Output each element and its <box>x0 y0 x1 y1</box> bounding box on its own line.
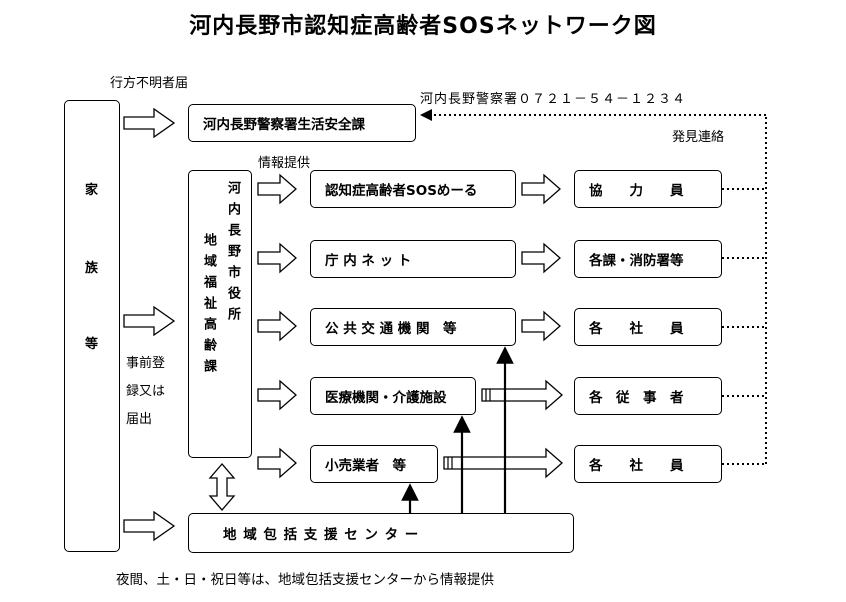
right-box-workers: 各 従 事 者 <box>574 377 722 415</box>
middle-box-internal-net: 庁 内 ネ ッ ト <box>310 240 516 278</box>
police-box: 河内長野警察署生活安全課 <box>188 104 416 142</box>
police-dotted-arrowhead <box>420 109 432 121</box>
arrow-city-m5 <box>257 447 297 479</box>
pre-register-line-1: 事前登 <box>126 356 166 371</box>
family-box: 家 族 等 <box>64 100 120 552</box>
arrow-city-m3 <box>257 310 297 342</box>
arrow-city-m1 <box>257 173 297 205</box>
discovery-contact-label: 発見連絡 <box>672 130 725 145</box>
family-char-3: 等 <box>85 337 99 352</box>
center-box: 地 域 包 括 支 援 セ ン タ ー <box>188 513 574 553</box>
arrow-m1-r1 <box>521 173 561 205</box>
arrow-city-center <box>208 463 236 511</box>
pre-register-label: 事前登 録又は 届出 <box>126 350 165 434</box>
arrow-m3-r3 <box>521 310 561 342</box>
middle-box-medical: 医療機関・介護施設 <box>310 377 476 415</box>
arrow-m2-r2 <box>521 242 561 274</box>
arrow-city-m2 <box>257 242 297 274</box>
middle-box-sos-mail: 認知症高齢者SOSめーる <box>310 170 516 208</box>
city-office-name: 河内長野市役所 <box>225 181 240 328</box>
police-phone-label: 河内長野警察署０７２１－５４－１２３４ <box>420 92 687 107</box>
info-provide-label: 情報提供 <box>258 156 311 171</box>
family-char-2: 族 <box>85 261 99 276</box>
right-box-cooperators: 協 力 員 <box>574 170 722 208</box>
pre-register-line-3: 届出 <box>126 412 153 427</box>
arrow-family-center <box>123 510 176 542</box>
arrow-family-police <box>123 107 176 139</box>
right-box-employees-1: 各 社 員 <box>574 308 722 346</box>
family-char-1: 家 <box>85 183 99 198</box>
footer-note: 夜間、土・日・祝日等は、地域包括支援センターから情報提供 <box>116 572 494 588</box>
arrow-family-city <box>123 305 176 337</box>
middle-box-public-transport: 公 共 交 通 機 関 等 <box>310 308 516 346</box>
arrow-city-m4 <box>257 379 297 411</box>
right-box-departments: 各課・消防署等 <box>574 240 722 278</box>
page-title: 河内長野市認知症高齢者SOSネットワーク図 <box>189 14 657 39</box>
arrow-m4-r4 <box>481 379 563 411</box>
city-office-box: 河内長野市役所 地域福祉高齢課 <box>188 170 252 458</box>
middle-box-retail: 小売業者 等 <box>310 445 438 483</box>
pre-register-line-2: 録又は <box>126 384 166 399</box>
city-office-dept: 地域福祉高齢課 <box>201 233 216 380</box>
missing-report-label: 行方不明者届 <box>110 76 189 91</box>
right-box-employees-2: 各 社 員 <box>574 445 722 483</box>
